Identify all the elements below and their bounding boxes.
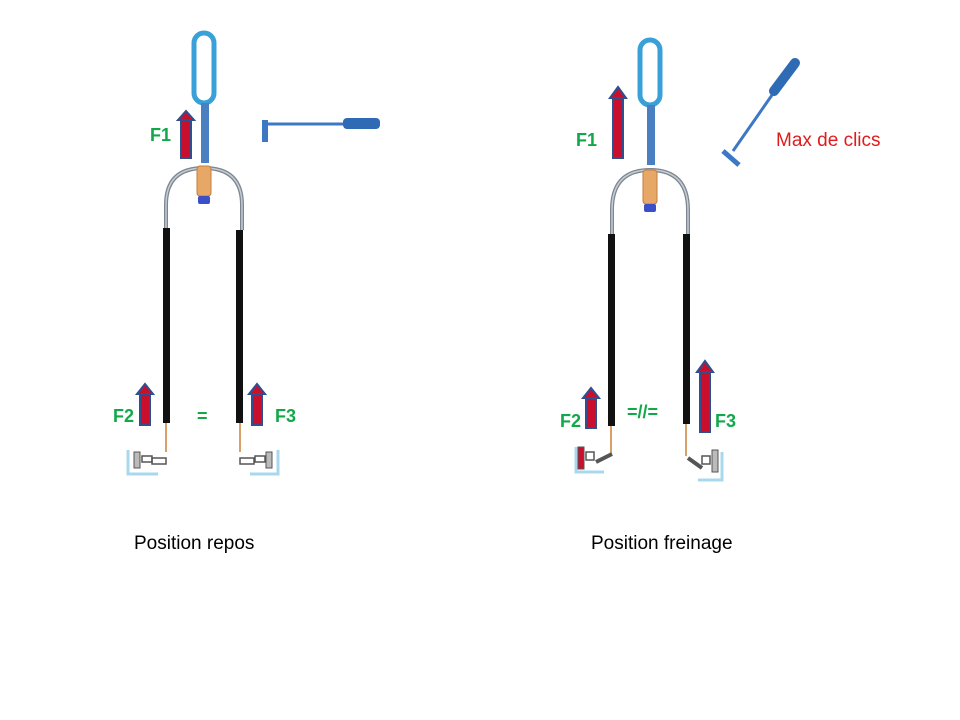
right-f2-arrow	[580, 386, 602, 429]
left-top-handle	[191, 30, 217, 106]
right-f3-arrow	[695, 359, 715, 433]
right-panel: F1 F2 F3 =//= Max de clics Position frei…	[560, 37, 881, 554]
left-cable-right	[236, 230, 243, 423]
left-brake-left	[126, 450, 167, 476]
right-f2-label: F2	[560, 411, 581, 431]
right-lever	[721, 58, 800, 167]
right-cable-left	[608, 234, 615, 426]
right-brake-right	[686, 449, 724, 482]
left-f2-label: F2	[113, 406, 134, 426]
left-f3-arrow	[246, 382, 268, 426]
left-caption: Position repos	[134, 533, 254, 554]
left-relation-label: =	[197, 406, 208, 426]
left-brake-right	[239, 450, 280, 476]
right-top-handle	[637, 37, 663, 108]
left-f1-label: F1	[150, 125, 171, 145]
left-f2-arrow	[134, 382, 156, 426]
right-relation-label: =//=	[627, 402, 658, 422]
right-brake-left	[574, 446, 613, 474]
left-panel: F1 F2 F3 = Position repos	[113, 30, 380, 554]
right-note-label: Max de clics	[776, 130, 881, 151]
left-cable-left	[163, 228, 170, 423]
right-barrel	[642, 169, 658, 205]
left-central-rod	[201, 103, 209, 163]
left-barrel	[196, 165, 212, 197]
left-lever	[262, 118, 380, 142]
right-f3-label: F3	[715, 411, 736, 431]
right-cable-right	[683, 234, 690, 424]
left-f3-label: F3	[275, 406, 296, 426]
right-caption: Position freinage	[591, 533, 733, 554]
right-f1-arrow	[608, 85, 628, 159]
right-central-rod	[647, 105, 655, 165]
right-f1-label: F1	[576, 130, 597, 150]
left-f1-arrow	[175, 109, 197, 159]
